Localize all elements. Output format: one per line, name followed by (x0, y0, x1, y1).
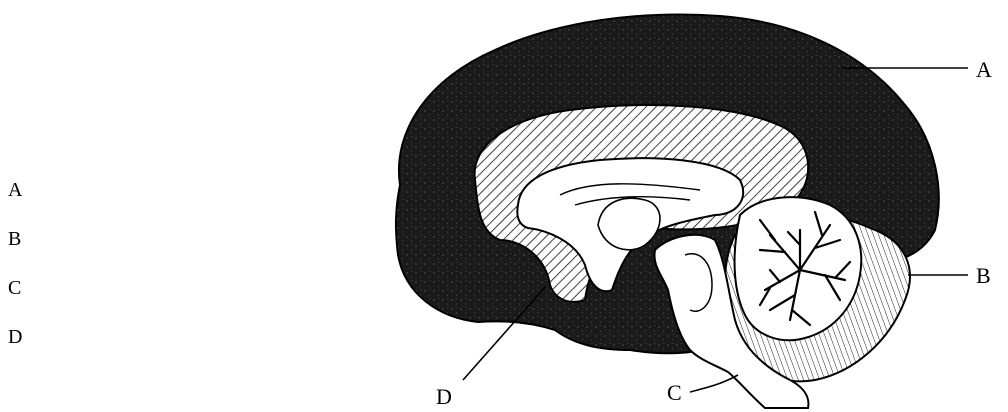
label-b: B (976, 264, 991, 288)
pointer-c (690, 375, 738, 392)
label-a: A (976, 58, 992, 82)
label-c: C (667, 381, 682, 405)
label-d: D (436, 385, 452, 409)
